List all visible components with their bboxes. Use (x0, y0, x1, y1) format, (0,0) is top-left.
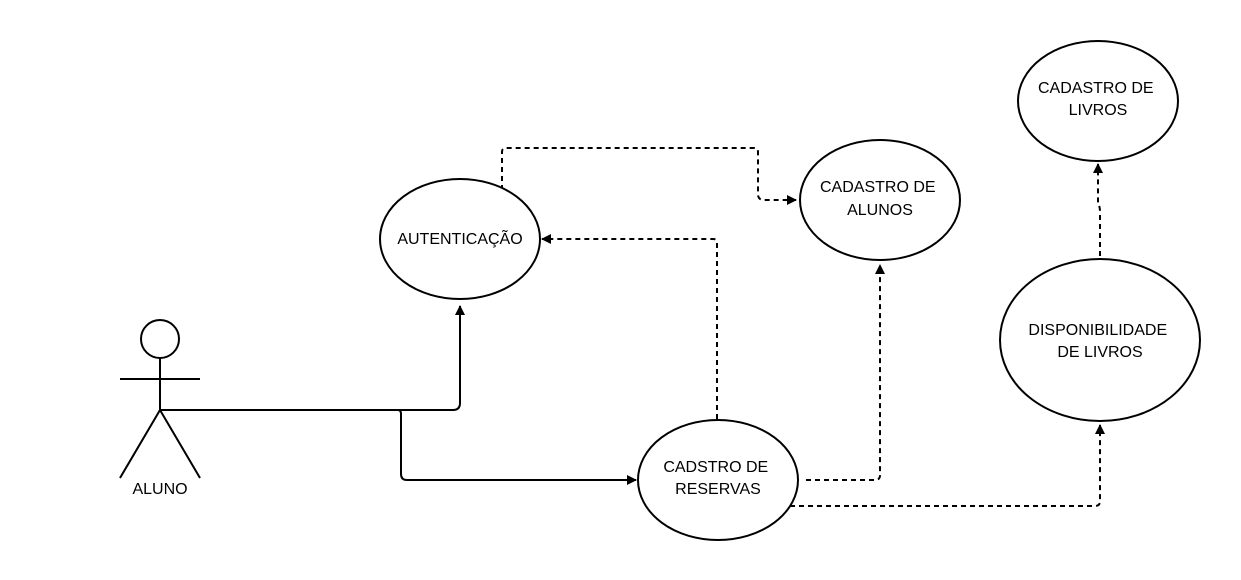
use-case-cadastro-livros[interactable] (1017, 40, 1179, 162)
connector-reservas-to-alunos (806, 264, 885, 481)
connector-actor-to-reservas (397, 409, 637, 485)
actor-label: ALUNO (132, 481, 187, 498)
connector-disponibilidade-to-livros (1093, 163, 1103, 256)
use-case-disponibilidade-livros[interactable] (999, 258, 1201, 422)
use-case-cadastro-reservas[interactable] (637, 419, 799, 541)
use-case-cadastro-alunos[interactable] (799, 139, 961, 261)
actor-left-leg (119, 409, 161, 479)
use-case-cadastro-reservas-label: CADSTRO DE RESERVAS (663, 459, 772, 498)
use-case-cadastro-livros-label: CADASTRO DE LIVROS (1038, 80, 1158, 119)
use-case-cadastro-alunos-label: CADASTRO DE ALUNOS (820, 179, 940, 219)
use-case-disponibilidade-livros-label: DISPONIBILIDADE DE LIVROS (1028, 322, 1171, 361)
use-case-autenticacao-label: AUTENTICAÇÃO (397, 228, 522, 248)
actor-right-leg (159, 409, 201, 479)
actor-head (140, 319, 180, 359)
connector-autenticacao-to-alunos (501, 147, 797, 205)
connector-actor-to-autenticacao (160, 305, 465, 411)
connector-reservas-to-autenticacao (541, 234, 718, 419)
connector-reservas-to-disponibilidade (790, 424, 1105, 507)
use-case-autenticacao[interactable] (379, 178, 541, 300)
actor-aluno (119, 319, 201, 479)
